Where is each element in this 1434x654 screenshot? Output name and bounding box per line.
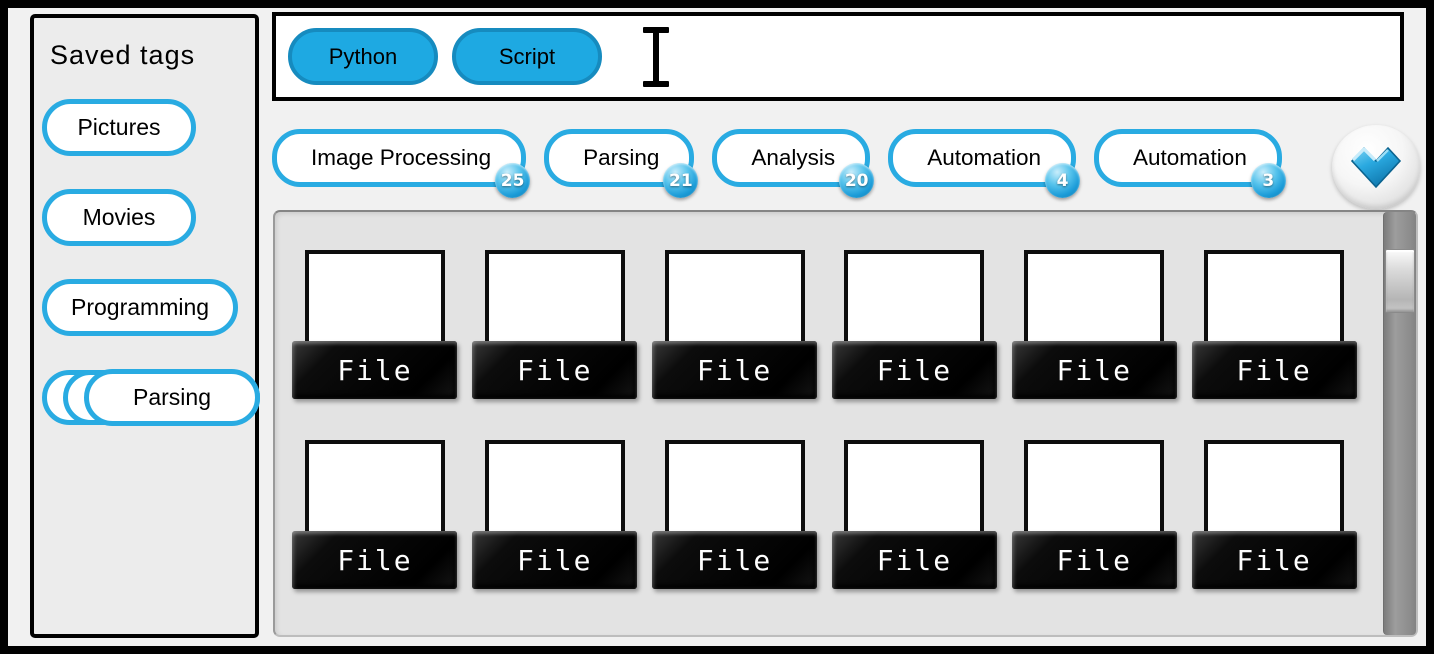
file-item[interactable]: File — [1190, 440, 1358, 589]
suggested-tag-label: Parsing — [583, 145, 660, 170]
file-label: File — [472, 341, 638, 399]
file-thumbnail — [1204, 250, 1345, 345]
suggested-tag-pill[interactable]: Automation 3 — [1094, 129, 1286, 198]
suggested-tag-label: Image Processing — [311, 145, 492, 170]
scrollbar-track[interactable] — [1383, 212, 1416, 635]
file-thumbnail — [844, 440, 985, 535]
saved-tag-label: Parsing — [133, 384, 211, 410]
suggested-tag-label: Automation — [927, 145, 1042, 170]
file-item[interactable]: File — [291, 440, 459, 589]
file-label: File — [472, 531, 638, 589]
saved-tag: Parsing — [42, 369, 260, 426]
suggested-tag-pill[interactable]: Parsing 21 — [544, 129, 699, 198]
saved-tag-pill[interactable]: Movies — [42, 189, 196, 246]
selected-tags-list: Python Script — [288, 28, 602, 85]
file-item[interactable]: File — [1010, 250, 1178, 399]
file-thumbnail — [484, 440, 625, 535]
selected-tag-label: Python — [328, 43, 398, 69]
file-label: File — [292, 531, 458, 589]
tag-search-input[interactable]: Python Script — [272, 12, 1404, 101]
expand-suggestions-button[interactable] — [1332, 125, 1420, 209]
file-item[interactable]: File — [291, 250, 459, 399]
saved-tag-pill[interactable]: Pictures — [42, 99, 196, 156]
file-label: File — [292, 341, 458, 399]
file-item[interactable]: File — [471, 440, 639, 589]
file-label: File — [652, 341, 818, 399]
file-thumbnail — [1024, 440, 1165, 535]
tag-count-badge: 21 — [663, 163, 699, 198]
file-item[interactable]: File — [651, 440, 819, 589]
saved-tags-sidebar: Saved tags Pictures Movies — [30, 14, 260, 638]
saved-tag-label: Movies — [82, 204, 156, 230]
chevron-down-icon — [1347, 144, 1405, 190]
saved-tags-list: Pictures Movies Programming — [42, 99, 260, 426]
tag-count-badge: 4 — [1045, 163, 1081, 198]
saved-tag: Movies — [42, 189, 196, 246]
saved-tag-label: Programming — [71, 294, 210, 320]
tag-count-badge: 20 — [839, 163, 875, 198]
file-thumbnail — [304, 250, 445, 345]
selected-tag-label: Script — [498, 43, 556, 69]
file-item[interactable]: File — [830, 440, 998, 589]
text-cursor-icon — [642, 26, 670, 87]
saved-tag-pill[interactable]: Parsing — [84, 369, 260, 426]
file-item[interactable]: File — [651, 250, 819, 399]
file-thumbnail — [484, 250, 625, 345]
suggested-tag-pill[interactable]: Image Processing 25 — [272, 129, 531, 198]
file-results-panel: File File File File — [273, 210, 1418, 637]
saved-tag-pill[interactable]: Programming — [42, 279, 239, 336]
file-item[interactable]: File — [1010, 440, 1178, 589]
file-label: File — [1011, 531, 1177, 589]
file-grid: File File File File — [285, 212, 1364, 635]
suggested-tag-label: Automation — [1133, 145, 1247, 170]
tag-count-badge: 25 — [495, 163, 531, 198]
suggested-tag-label: Analysis — [751, 145, 836, 170]
file-thumbnail — [844, 250, 985, 345]
sidebar-title: Saved tags — [50, 40, 196, 70]
file-label: File — [831, 341, 997, 399]
file-thumbnail — [664, 250, 805, 345]
file-thumbnail — [1024, 250, 1165, 345]
saved-tag-label: Pictures — [77, 114, 161, 140]
suggested-tag-pill[interactable]: Automation 4 — [888, 129, 1081, 198]
tag-count-badge: 3 — [1250, 163, 1286, 198]
file-label: File — [1191, 531, 1357, 589]
file-item[interactable]: File — [471, 250, 639, 399]
suggested-tag-pill[interactable]: Analysis 20 — [712, 129, 875, 198]
saved-tag: Programming — [42, 279, 239, 336]
file-thumbnail — [1204, 440, 1345, 535]
selected-tag-pill[interactable]: Python — [288, 28, 438, 85]
suggested-tags-row: Image Processing 25 Parsing 21 Analysis … — [272, 129, 1322, 198]
file-label: File — [1191, 341, 1357, 399]
scrollbar-thumb[interactable] — [1385, 249, 1415, 313]
file-label: File — [831, 531, 997, 589]
file-thumbnail — [304, 440, 445, 535]
file-item[interactable]: File — [830, 250, 998, 399]
file-thumbnail — [664, 440, 805, 535]
file-label: File — [1011, 341, 1177, 399]
app-window: Saved tags Pictures Movies — [8, 8, 1426, 646]
file-label: File — [652, 531, 818, 589]
file-item[interactable]: File — [1190, 250, 1358, 399]
selected-tag-pill[interactable]: Script — [452, 28, 602, 85]
saved-tag: Pictures — [42, 99, 196, 156]
